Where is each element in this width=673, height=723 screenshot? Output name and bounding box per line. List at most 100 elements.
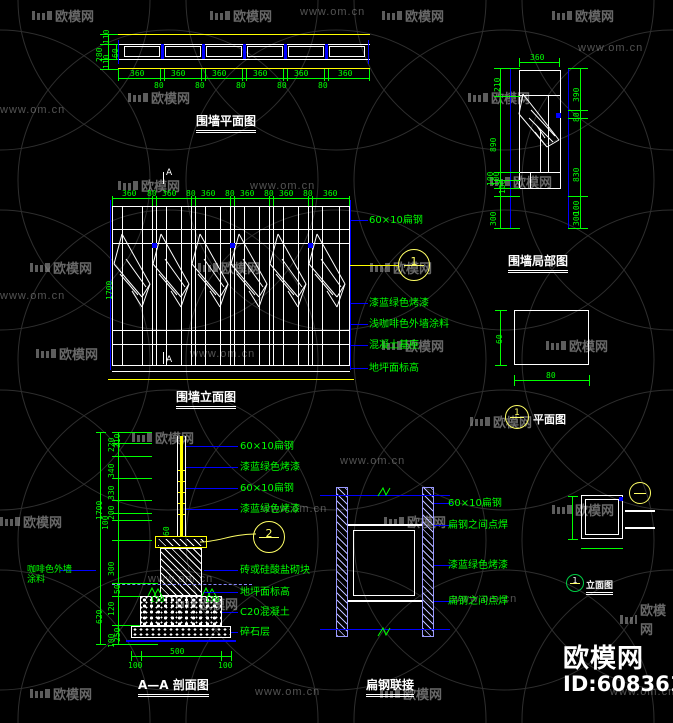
section-leader: [186, 488, 238, 489]
section-dim-100: 100: [101, 515, 110, 530]
partial-frame-rail: [519, 172, 561, 173]
section-leader: [204, 570, 238, 571]
section-dim-tick: [112, 432, 152, 433]
section-base-plate-hatch: [158, 539, 204, 546]
plate-outline: [514, 310, 589, 365]
watermark-logo: 欧模网: [30, 258, 92, 277]
elev-bar: [322, 206, 323, 365]
small-detail-rule: [625, 527, 655, 529]
plan-dim-360: 360: [253, 69, 268, 78]
elev-dim-360: 360: [279, 189, 294, 198]
joint-rail-line: [320, 629, 450, 630]
elev-ground-level-line: [108, 379, 354, 380]
partial-dim-tick: [494, 196, 520, 197]
section-dim-220: 220: [107, 437, 116, 452]
plan-bay: [124, 46, 160, 57]
elev-leader: [350, 220, 368, 221]
section-dim-tick: [112, 520, 152, 521]
elev-note-concrete-base: 混凝土基座: [369, 340, 419, 351]
section-mark-a-top: A: [166, 168, 173, 178]
section-dim-tick: [96, 644, 106, 645]
plan-post-marker: [243, 44, 246, 59]
joint-leader: [434, 565, 452, 566]
elev-bar: [142, 206, 143, 365]
plan-dim-line: [116, 44, 117, 59]
partial-dim-300: 300: [572, 211, 581, 226]
partial-dim-80: 80: [572, 112, 581, 122]
section-dim-500: 500: [170, 647, 185, 656]
small-detail-inner: [585, 499, 619, 535]
elev-dim-360: 360: [240, 189, 255, 198]
section-ground-symbol: [147, 586, 217, 597]
elev-rail: [112, 229, 350, 230]
plan-dim-360: 360: [171, 69, 186, 78]
elev-dim-tick: [312, 196, 313, 206]
partial-dim-tick: [568, 118, 588, 119]
plate-plan-callout[interactable]: 1: [505, 405, 529, 429]
partial-dim-210: 210: [493, 77, 502, 92]
small-detail-number-callout[interactable]: 1: [566, 574, 584, 592]
elev-detail-callout-1[interactable]: 1: [398, 249, 430, 281]
section-post-edge: [177, 436, 178, 536]
plan-dim-tick: [205, 69, 206, 81]
elev-callout-leader: [350, 265, 398, 266]
elev-post: [308, 206, 309, 365]
section-dim-300: 300: [107, 561, 116, 576]
plan-dim-80: 80: [277, 81, 287, 90]
joint-rail-line: [320, 495, 450, 496]
section-dim-chain: [118, 432, 119, 644]
watermark-logo: 欧模网: [384, 512, 446, 531]
section-dim-tick: [112, 513, 152, 514]
view-title-wall-elevation: 围墙立面图: [176, 388, 237, 409]
section-post-rung: [178, 514, 185, 515]
small-detail-callout[interactable]: [629, 482, 651, 504]
elev-ornament-group: [113, 233, 346, 308]
site-id-watermark: 欧模网 ID:608361: [563, 644, 673, 696]
plan-dim-110-top: 110: [102, 29, 111, 44]
joint-post-left: [336, 487, 348, 637]
plan-top-line: [118, 34, 370, 35]
section-detail-callout-2[interactable]: 2: [253, 521, 285, 553]
section-dim-tick: [221, 651, 222, 661]
watermark-logo: 欧模网: [0, 512, 62, 531]
elev-bar: [220, 206, 221, 365]
watermark-url: www.om.cn: [255, 686, 321, 698]
plan-dim-80: 80: [318, 81, 328, 90]
section-dim-tick: [112, 583, 158, 584]
plan-dim-tick: [324, 69, 325, 81]
section-note-ground-level: 地坪面标高: [240, 587, 290, 598]
elev-bar: [298, 206, 299, 365]
elev-dim-360: 360: [162, 189, 177, 198]
plan-post-marker: [368, 40, 369, 64]
watermark-logo: 欧模网: [30, 684, 92, 703]
elev-dim-360: 360: [323, 189, 338, 198]
elev-weld-point: [230, 243, 235, 248]
section-leader-left: [60, 570, 96, 571]
section-dim-100-r: 100: [218, 661, 233, 670]
section-note-flat-steel-1: 60×10扁钢: [240, 441, 294, 452]
section-leader: [186, 509, 238, 510]
joint-leader: [434, 503, 452, 504]
elev-rail: [112, 206, 350, 207]
partial-dim-tick: [494, 188, 520, 189]
section-mark-line-top: [163, 172, 164, 184]
partial-dim-100: 100: [498, 179, 507, 194]
partial-dim-830: 830: [572, 167, 581, 182]
watermark-logo: 欧模网: [32, 6, 94, 25]
plan-post-marker: [118, 40, 119, 64]
plan-post-marker: [284, 44, 287, 59]
joint-weld-rail-bottom: [348, 600, 422, 602]
elev-dim-tick: [191, 196, 192, 206]
elev-dim-tick: [349, 196, 350, 206]
section-note-coating: 咖啡色外墙涂料: [27, 565, 73, 585]
section-dim-bottom: [131, 656, 231, 657]
view-title-wall-partial: 围墙局部图: [508, 252, 569, 273]
section-dim-tick: [112, 443, 152, 444]
plate-dim-80: 80: [546, 371, 556, 380]
plan-post-marker: [325, 44, 328, 59]
elev-post: [195, 206, 196, 365]
joint-note-flat-steel: 60×10扁钢: [448, 498, 502, 509]
elev-weld-point: [152, 243, 157, 248]
section-ground-line: [112, 584, 252, 586]
watermark-url: www.om.cn: [0, 104, 66, 116]
